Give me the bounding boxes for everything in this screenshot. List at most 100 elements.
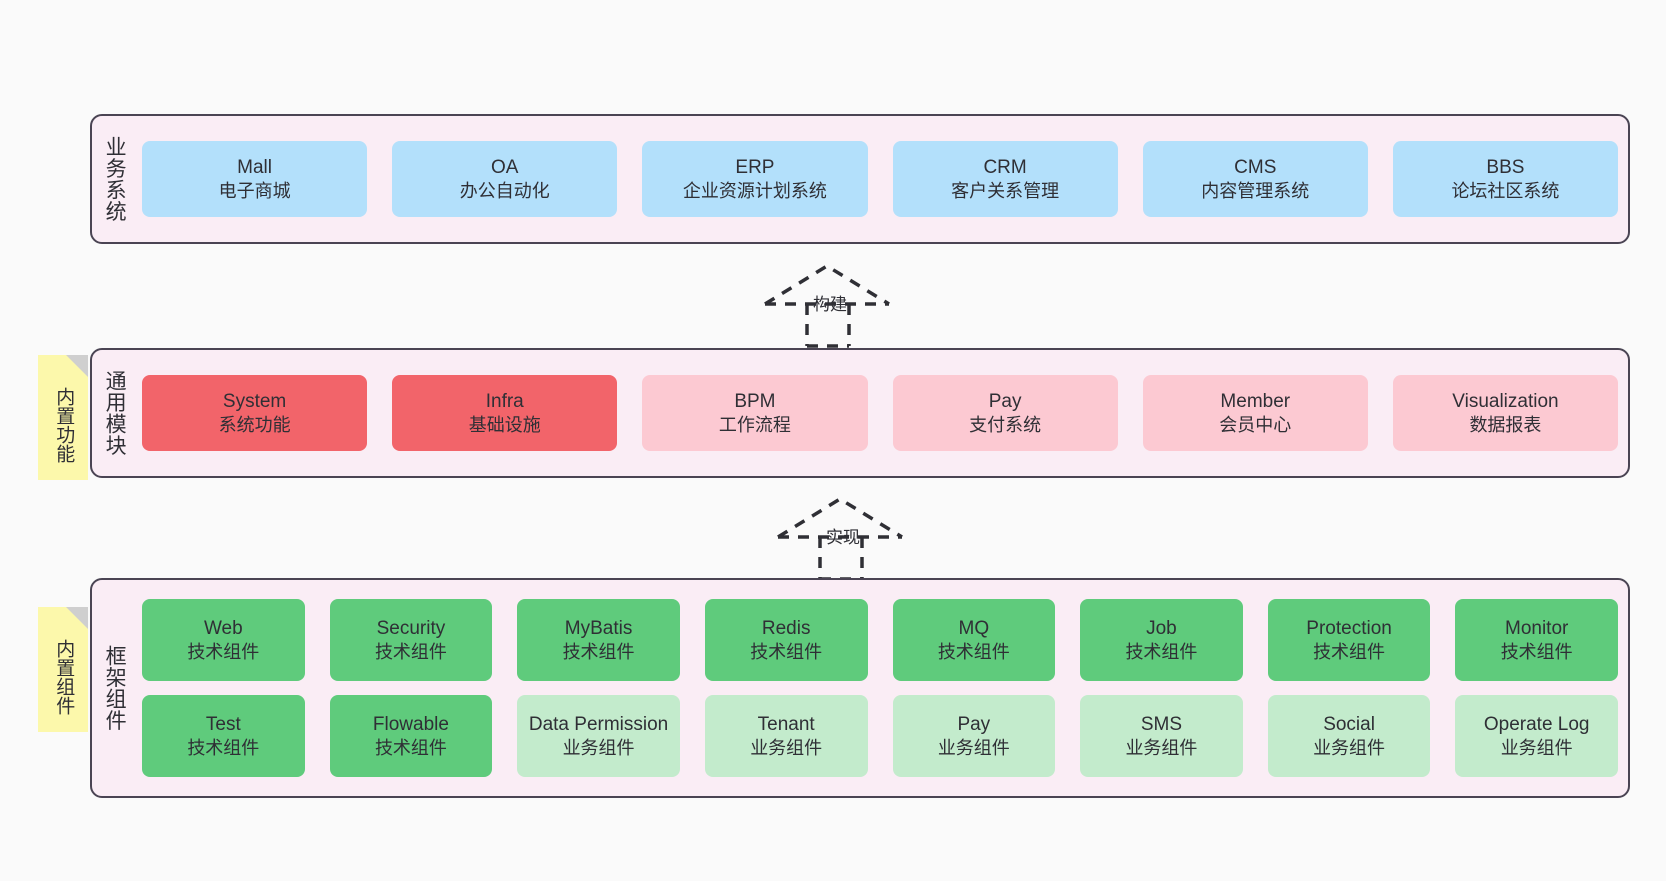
node-name: Web xyxy=(203,617,243,639)
layer-title-common-module: 通用模块 xyxy=(103,370,127,456)
node-pay-component[interactable]: Pay 业务组件 xyxy=(892,695,1056,777)
node-name: Member xyxy=(1220,390,1291,412)
node-desc: 技术组件 xyxy=(562,641,635,662)
node-name: Mall xyxy=(237,156,272,178)
node-desc: 办公自动化 xyxy=(459,180,550,201)
node-member[interactable]: Member 会员中心 xyxy=(1142,375,1368,451)
node-name: Pay xyxy=(988,390,1022,412)
node-pay-module[interactable]: Pay 支付系统 xyxy=(892,375,1118,451)
node-desc: 电子商城 xyxy=(218,180,291,201)
node-desc: 技术组件 xyxy=(374,737,447,758)
sticky-note-builtin-component: 内置组件 xyxy=(38,607,88,732)
sticky-note-label: 内置组件 xyxy=(53,638,75,715)
node-name: Visualization xyxy=(1452,390,1559,412)
node-name: Social xyxy=(1323,713,1375,735)
node-desc: 业务组件 xyxy=(1313,737,1386,758)
node-bpm[interactable]: BPM 工作流程 xyxy=(642,375,868,451)
sticky-note-builtin-function: 内置功能 xyxy=(38,355,88,480)
node-desc: 业务组件 xyxy=(1500,737,1573,758)
node-name: Protection xyxy=(1306,617,1392,639)
node-desc: 业务组件 xyxy=(750,737,823,758)
sticky-fold-corner xyxy=(66,355,88,377)
node-test[interactable]: Test 技术组件 xyxy=(142,695,305,777)
node-rows: Web 技术组件 Security 技术组件 MyBatis 技术组件 Redi… xyxy=(142,580,1618,796)
node-social[interactable]: Social 业务组件 xyxy=(1267,695,1431,777)
node-name: SMS xyxy=(1140,713,1183,735)
layer-framework-component: 框架组件 Web 技术组件 Security 技术组件 MyBatis 技术组件 xyxy=(90,578,1630,798)
node-mq[interactable]: MQ 技术组件 xyxy=(892,599,1056,681)
node-name: Flowable xyxy=(372,713,449,735)
node-desc: 技术组件 xyxy=(187,641,260,662)
node-desc: 工作流程 xyxy=(718,414,791,435)
node-name: MQ xyxy=(958,617,990,639)
node-name: BBS xyxy=(1486,156,1525,178)
node-name: Tenant xyxy=(757,713,815,735)
node-erp[interactable]: ERP 企业资源计划系统 xyxy=(642,141,868,217)
node-name: Redis xyxy=(761,617,811,639)
node-name: Security xyxy=(376,617,446,639)
node-name: CMS xyxy=(1234,156,1277,178)
layer-title-business-system: 业务系统 xyxy=(103,136,127,222)
node-name: Monitor xyxy=(1505,617,1569,639)
node-tenant[interactable]: Tenant 业务组件 xyxy=(704,695,868,777)
node-job[interactable]: Job 技术组件 xyxy=(1080,599,1243,681)
node-flowable[interactable]: Flowable 技术组件 xyxy=(329,695,493,777)
connector-implement: 实现 xyxy=(768,489,928,581)
implement-arrow-icon xyxy=(777,496,903,581)
node-desc: 业务组件 xyxy=(1125,737,1198,758)
node-sms[interactable]: SMS 业务组件 xyxy=(1080,695,1243,777)
node-desc: 技术组件 xyxy=(187,737,260,758)
node-cells-tech: Web 技术组件 Security 技术组件 MyBatis 技术组件 Redi… xyxy=(142,599,1618,681)
layer-body-framework-component: Web 技术组件 Security 技术组件 MyBatis 技术组件 Redi… xyxy=(136,580,1628,796)
node-monitor[interactable]: Monitor 技术组件 xyxy=(1455,599,1618,681)
node-mybatis[interactable]: MyBatis 技术组件 xyxy=(517,599,680,681)
layer-title-framework-component: 框架组件 xyxy=(103,645,127,731)
node-name: Infra xyxy=(485,390,524,412)
node-redis[interactable]: Redis 技术组件 xyxy=(704,599,868,681)
node-visualization[interactable]: Visualization 数据报表 xyxy=(1392,375,1619,451)
node-name: Operate Log xyxy=(1483,713,1590,735)
node-name: Pay xyxy=(957,713,991,735)
layer-business-system: 业务系统 Mall 电子商城 OA 办公自动化 ERP 企业资源计划系统 xyxy=(90,114,1630,244)
node-name: Job xyxy=(1146,617,1177,639)
node-bbs[interactable]: BBS 论坛社区系统 xyxy=(1392,141,1619,217)
node-oa[interactable]: OA 办公自动化 xyxy=(392,141,618,217)
node-cells: Mall 电子商城 OA 办公自动化 ERP 企业资源计划系统 CRM 客户关系… xyxy=(142,141,1619,217)
node-name: CRM xyxy=(983,156,1027,178)
node-mall[interactable]: Mall 电子商城 xyxy=(142,141,368,217)
layer-body-business-system: Mall 电子商城 OA 办公自动化 ERP 企业资源计划系统 CRM 客户关系… xyxy=(136,116,1628,242)
node-desc: 系统功能 xyxy=(218,414,291,435)
node-cells: System 系统功能 Infra 基础设施 BPM 工作流程 Pay 支付系统 xyxy=(142,375,1619,451)
node-desc: 技术组件 xyxy=(1500,641,1573,662)
node-desc: 论坛社区系统 xyxy=(1451,180,1560,201)
build-arrow-icon xyxy=(764,263,890,348)
node-desc: 基础设施 xyxy=(468,414,541,435)
sticky-note-label: 内置功能 xyxy=(53,386,75,463)
node-web[interactable]: Web 技术组件 xyxy=(142,599,305,681)
node-name: Data Permission xyxy=(528,713,669,735)
node-name: Test xyxy=(205,713,241,735)
node-operate-log[interactable]: Operate Log 业务组件 xyxy=(1455,695,1618,777)
node-desc: 企业资源计划系统 xyxy=(682,180,827,201)
node-protection[interactable]: Protection 技术组件 xyxy=(1267,599,1431,681)
node-infra[interactable]: Infra 基础设施 xyxy=(392,375,618,451)
sticky-fold-corner xyxy=(66,607,88,629)
node-crm[interactable]: CRM 客户关系管理 xyxy=(892,141,1118,217)
node-cms[interactable]: CMS 内容管理系统 xyxy=(1142,141,1368,217)
node-row: System 系统功能 Infra 基础设施 BPM 工作流程 Pay 支付系统 xyxy=(142,350,1619,476)
node-desc: 业务组件 xyxy=(562,737,635,758)
node-cells-business: Test 技术组件 Flowable 技术组件 Data Permission … xyxy=(142,695,1618,777)
node-row: Mall 电子商城 OA 办公自动化 ERP 企业资源计划系统 CRM 客户关系… xyxy=(142,116,1619,242)
node-system[interactable]: System 系统功能 xyxy=(142,375,368,451)
node-name: System xyxy=(222,390,287,412)
node-desc: 技术组件 xyxy=(937,641,1010,662)
node-data-permission[interactable]: Data Permission 业务组件 xyxy=(517,695,680,777)
node-security[interactable]: Security 技术组件 xyxy=(329,599,493,681)
connector-build-label: 构建 xyxy=(813,295,847,314)
node-desc: 技术组件 xyxy=(374,641,447,662)
layer-common-module: 通用模块 System 系统功能 Infra 基础设施 BPM 工作流程 xyxy=(90,348,1630,478)
node-desc: 内容管理系统 xyxy=(1201,180,1310,201)
node-name: ERP xyxy=(735,156,775,178)
connector-implement-label: 实现 xyxy=(826,528,860,547)
